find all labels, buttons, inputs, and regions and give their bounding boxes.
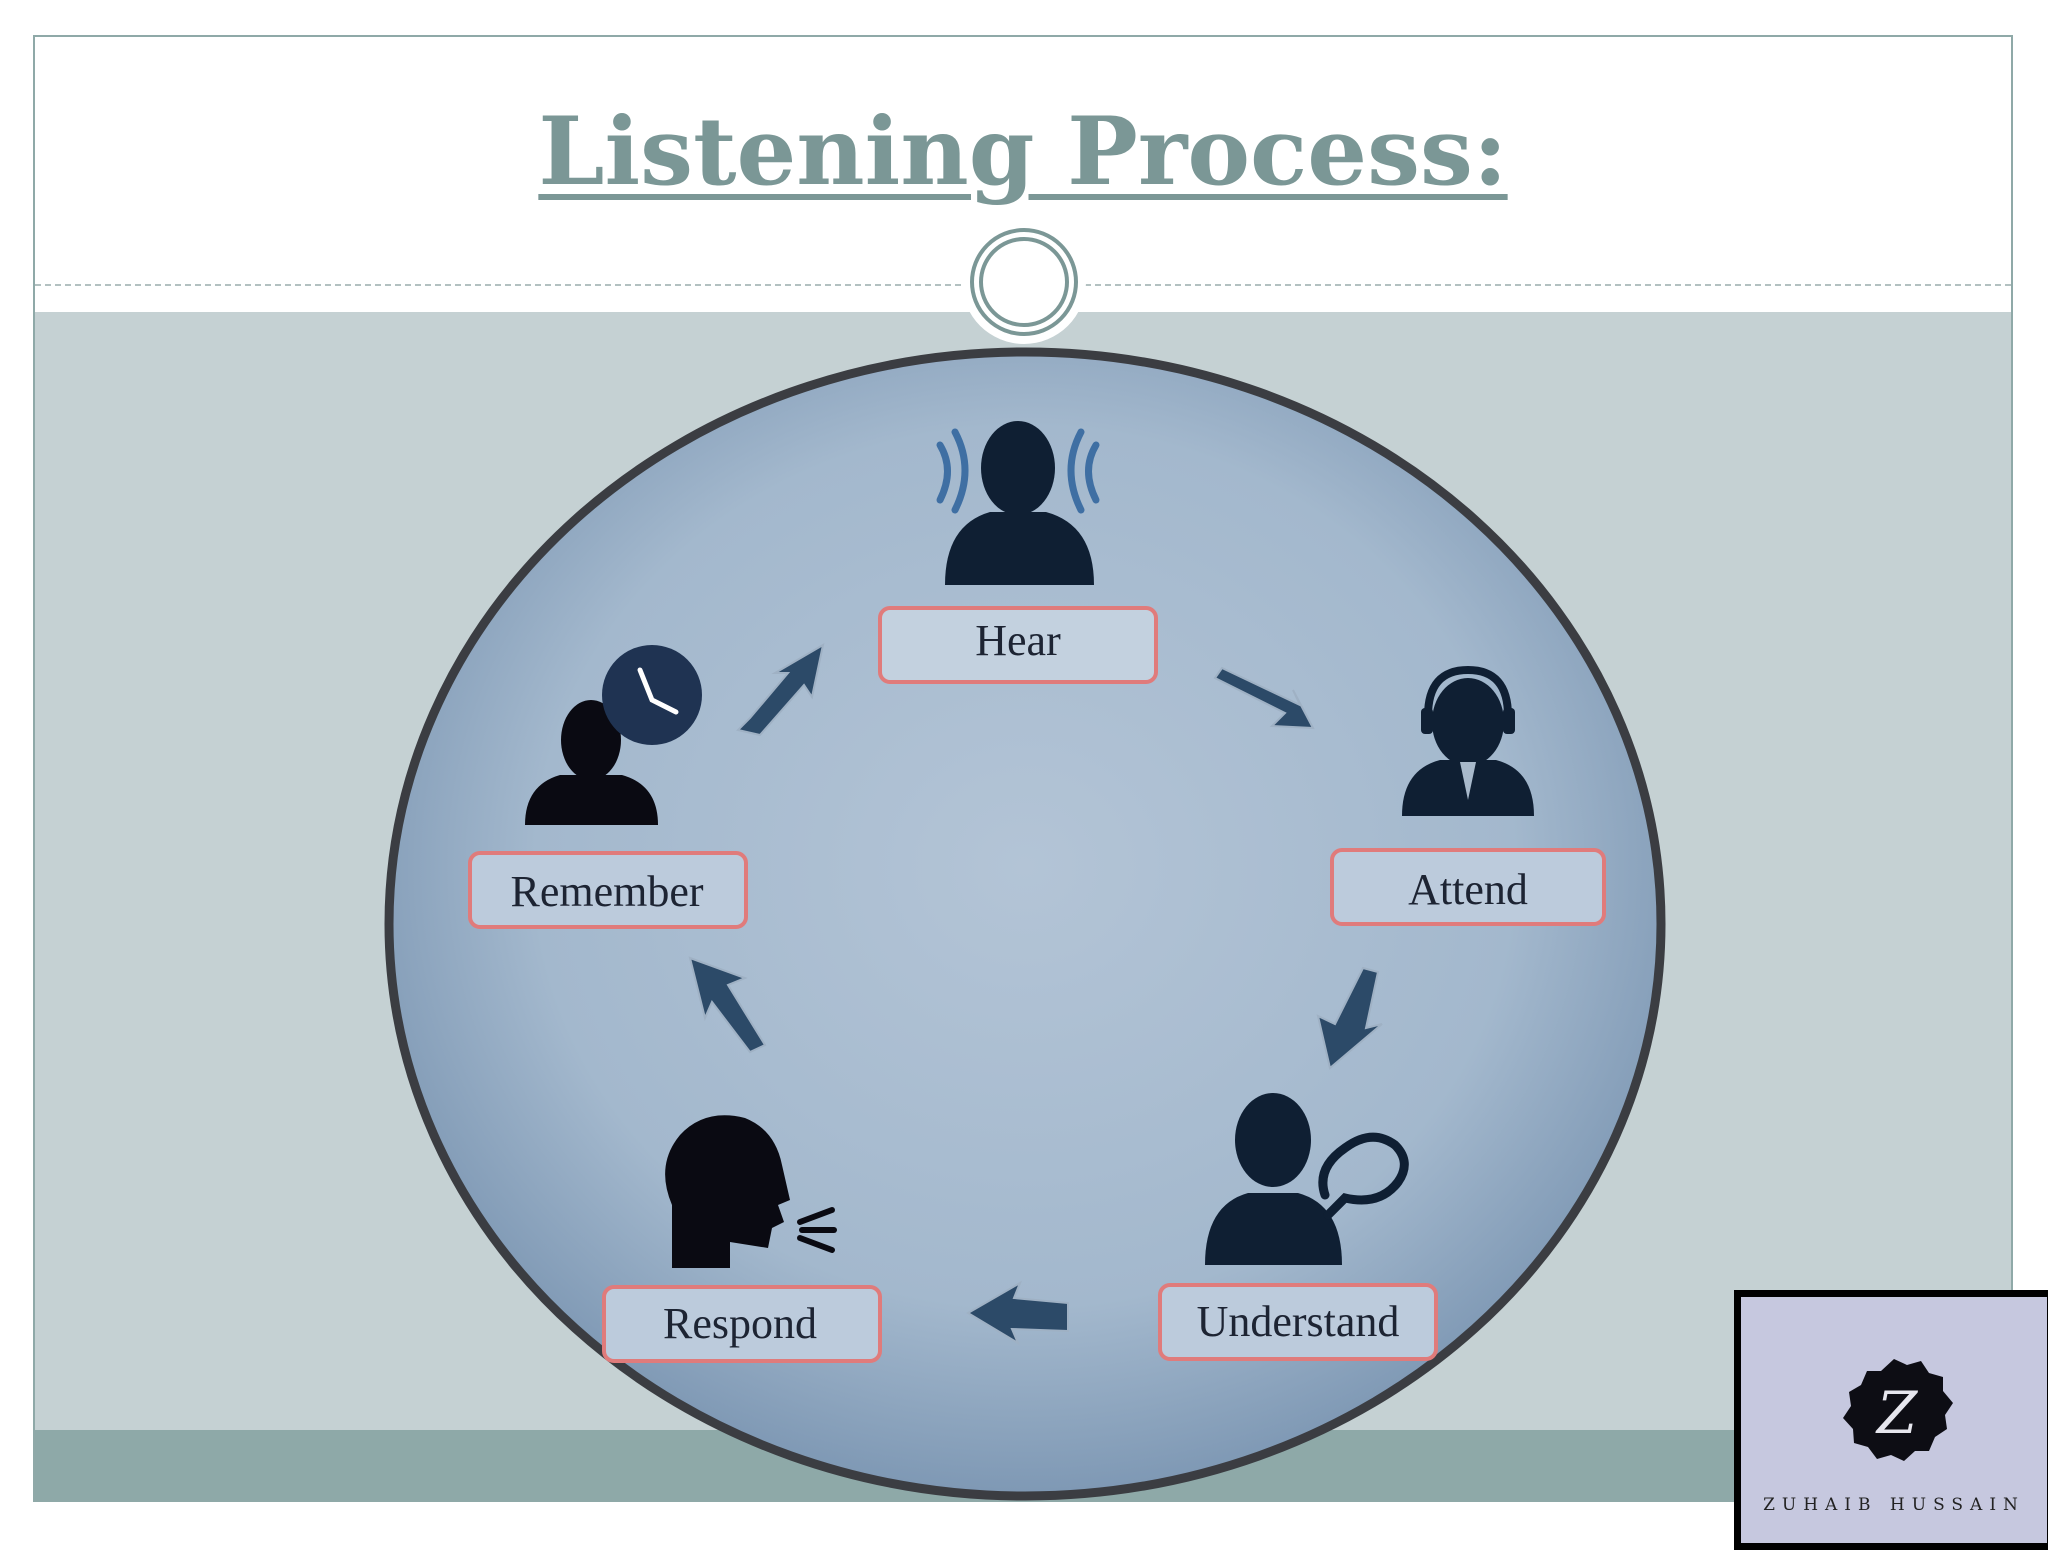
stage-label: Attend xyxy=(1408,865,1528,914)
divider-ornament xyxy=(962,220,1086,344)
person-headset-icon xyxy=(1402,665,1534,816)
arrow-remember-to-hear xyxy=(736,642,825,737)
stage-understand: Understand xyxy=(1158,1283,1438,1361)
person-hearing-icon xyxy=(945,421,1094,585)
stage-label: Understand xyxy=(1197,1297,1400,1346)
stage-attend: Attend xyxy=(1330,848,1606,926)
watermark-logo: Z ZUHAIB HUSSAIN xyxy=(1734,1290,2048,1550)
logo-monogram: Z xyxy=(1875,1379,1919,1447)
stage-label: Remember xyxy=(510,867,703,916)
stage-label: Respond xyxy=(663,1299,817,1348)
sound-waves-icon xyxy=(936,428,1100,514)
stage-respond: Respond xyxy=(602,1285,882,1363)
logo-badge-icon: Z xyxy=(1843,1359,1953,1461)
stage-hear: Hear xyxy=(878,606,1158,684)
arrow-respond-to-remember xyxy=(688,956,767,1054)
person-speaking-icon xyxy=(665,1115,837,1268)
slide-title: Listening Process: xyxy=(538,97,1508,207)
arrow-hear-to-attend xyxy=(1213,666,1315,730)
arrow-attend-to-understand xyxy=(1316,966,1383,1070)
person-clock-icon xyxy=(525,645,702,825)
stage-label: Hear xyxy=(975,616,1061,665)
logo-name: ZUHAIB HUSSAIN xyxy=(1763,1495,2025,1515)
person-thought-bubble-icon xyxy=(1205,1093,1409,1265)
arrow-understand-to-respond xyxy=(966,1280,1069,1346)
stage-remember: Remember xyxy=(468,851,748,929)
